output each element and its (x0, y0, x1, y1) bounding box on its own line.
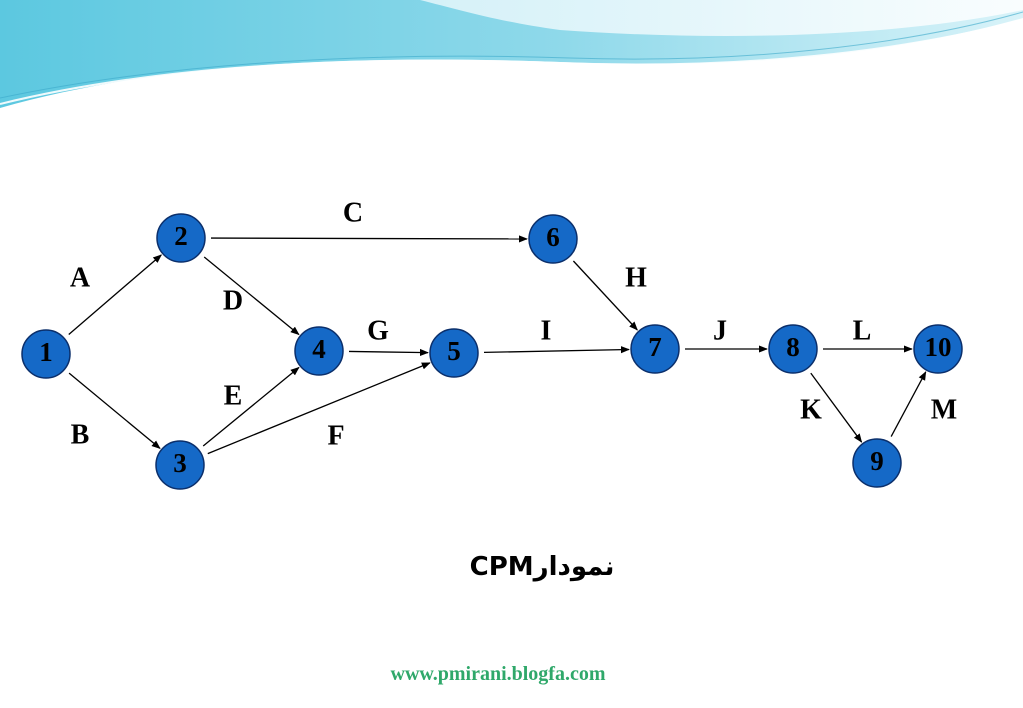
node-label-5: 5 (447, 336, 461, 366)
node-8: 8 (768, 324, 818, 374)
node-circle-3 (155, 440, 205, 490)
node-label-10: 10 (925, 332, 952, 362)
node-circle-6 (528, 214, 578, 264)
node-label-2: 2 (174, 221, 188, 251)
diagram-caption: نمودارCPM (470, 552, 615, 582)
node-circle-2 (156, 213, 206, 263)
edge-c (210, 235, 528, 243)
edge-label-h: H (625, 262, 647, 293)
edges-group (68, 235, 927, 455)
edge-label-c: C (343, 197, 363, 228)
node-10: 10 (913, 324, 963, 374)
edge-g (348, 348, 429, 357)
edge-b (68, 372, 161, 449)
node-label-1: 1 (39, 337, 53, 367)
edge-f (207, 362, 431, 455)
edge-label-e: E (224, 380, 243, 411)
node-label-3: 3 (173, 448, 187, 478)
node-circle-4 (294, 326, 344, 376)
node-5: 5 (429, 328, 479, 378)
edge-e (202, 366, 300, 447)
edge-label-b: B (71, 419, 90, 450)
edge-label-l: L (853, 315, 872, 346)
header-wave (0, 0, 1023, 108)
edge-label-i: I (541, 315, 552, 346)
node-label-7: 7 (648, 332, 662, 362)
node-9: 9 (852, 438, 902, 488)
node-circle-9 (852, 438, 902, 488)
node-circle-1 (21, 329, 71, 379)
edge-labels-group: A B C D E F G H I J K L M (70, 197, 957, 451)
edge-h (572, 260, 638, 331)
edge-label-m: M (931, 394, 957, 425)
edge-k (810, 372, 863, 443)
edge-label-g: G (367, 315, 389, 346)
edge-label-d: D (223, 285, 243, 316)
node-7: 7 (630, 324, 680, 374)
node-circle-8 (768, 324, 818, 374)
edge-label-j: J (713, 315, 727, 346)
node-2: 2 (156, 213, 206, 263)
node-circle-10 (913, 324, 963, 374)
node-circle-7 (630, 324, 680, 374)
nodes-group: 1 2 3 4 5 6 7 8 9 10 (21, 213, 963, 490)
edge-label-k: K (800, 394, 822, 425)
edge-a (68, 254, 162, 335)
node-label-6: 6 (546, 222, 560, 252)
node-label-9: 9 (870, 446, 884, 476)
edge-i (483, 346, 630, 354)
edge-label-a: A (70, 262, 91, 293)
footer-url: www.pmirani.blogfa.com (391, 663, 606, 685)
edge-d (203, 256, 300, 336)
edge-label-f: F (327, 420, 344, 451)
node-4: 4 (294, 326, 344, 376)
node-3: 3 (155, 440, 205, 490)
node-6: 6 (528, 214, 578, 264)
edge-m (890, 371, 927, 437)
node-label-8: 8 (786, 332, 800, 362)
node-label-4: 4 (312, 334, 326, 364)
node-circle-5 (429, 328, 479, 378)
node-1: 1 (21, 329, 71, 379)
